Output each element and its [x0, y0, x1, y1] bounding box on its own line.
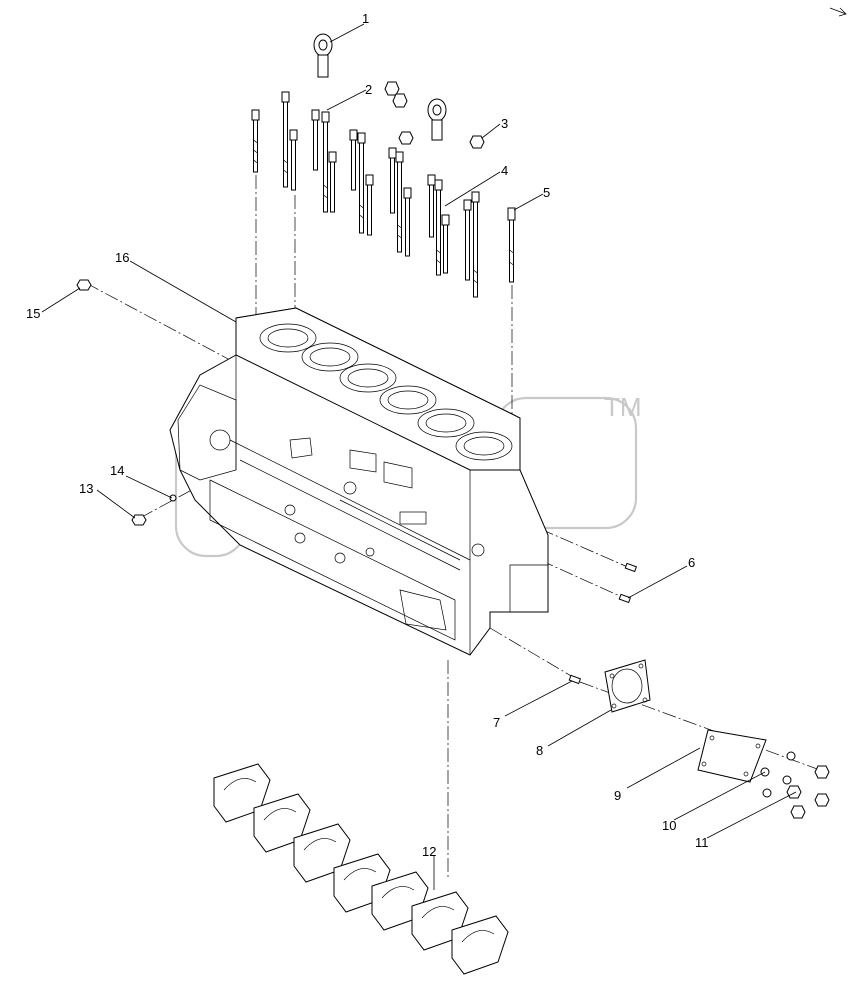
plugs [76, 279, 177, 526]
callout-5: 5 [543, 185, 550, 200]
callout-10: 10 [662, 818, 676, 833]
callout-labels: 1 2 3 4 5 6 7 8 9 10 11 12 13 14 15 16 [26, 11, 709, 859]
dowel-pins [568, 562, 638, 685]
callout-8: 8 [536, 743, 543, 758]
cover-plate [697, 729, 767, 783]
callout-7: 7 [493, 715, 500, 730]
callout-13: 13 [79, 481, 93, 496]
main-bearing-caps [213, 763, 509, 975]
callout-6: 6 [688, 555, 695, 570]
callout-16: 16 [115, 250, 129, 265]
callout-15: 15 [26, 306, 40, 321]
callout-2: 2 [365, 82, 372, 97]
washers-and-nuts [760, 751, 830, 819]
callout-14: 14 [110, 463, 124, 478]
callout-9: 9 [614, 788, 621, 803]
callout-11: 11 [695, 835, 709, 850]
callout-4: 4 [501, 163, 508, 178]
lifting-eye [313, 33, 447, 141]
hex-nuts [384, 81, 485, 149]
gasket [604, 659, 651, 713]
corner-arrow-icon [829, 7, 847, 17]
callout-3: 3 [501, 116, 508, 131]
callout-12: 12 [422, 844, 436, 859]
callout-1: 1 [362, 11, 369, 26]
watermark-text: TM [604, 392, 642, 422]
leader-lines [41, 23, 797, 890]
cylinder-head-bolts [251, 91, 516, 298]
cylinder-block [169, 307, 549, 656]
